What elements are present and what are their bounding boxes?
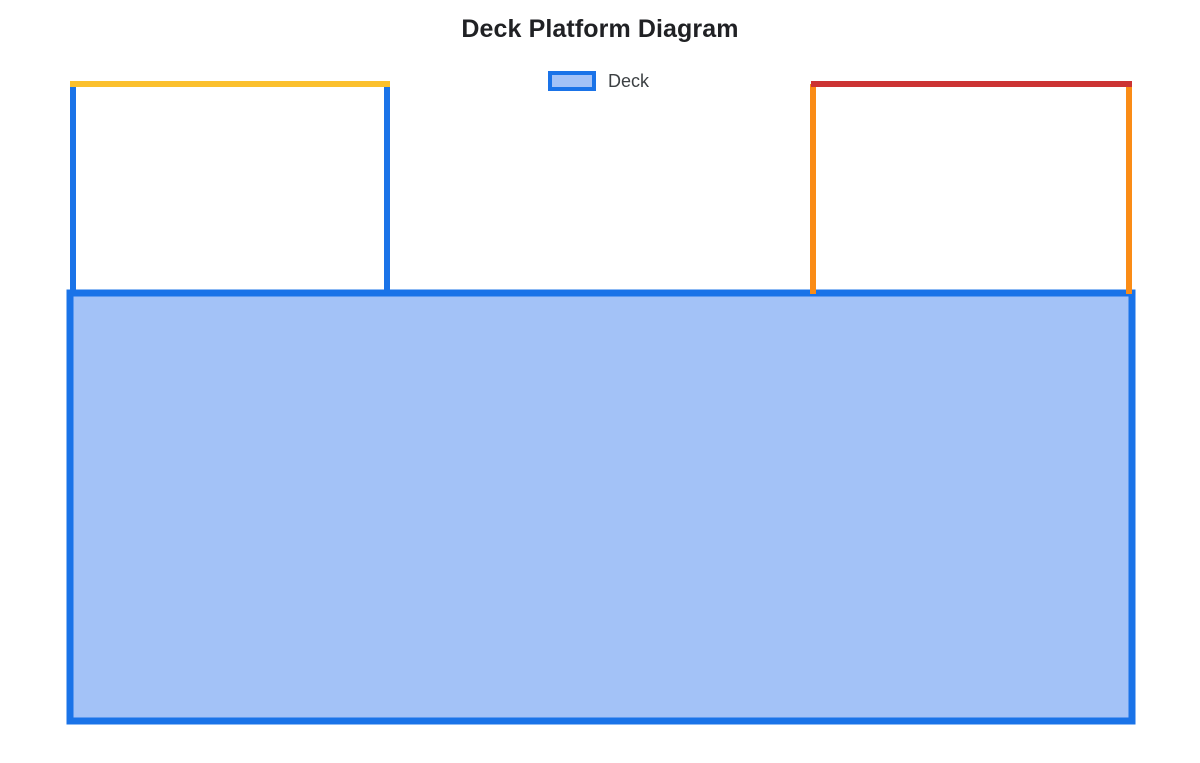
shape-right-opening[interactable] bbox=[810, 81, 1132, 294]
legend: Deck bbox=[548, 71, 649, 91]
shape-deck-platform[interactable] bbox=[66, 289, 1136, 725]
page-title: Deck Platform Diagram bbox=[461, 15, 739, 43]
shape-left-opening[interactable] bbox=[70, 81, 390, 294]
legend-swatch-deck bbox=[548, 71, 596, 91]
legend-label-deck: Deck bbox=[608, 71, 650, 91]
